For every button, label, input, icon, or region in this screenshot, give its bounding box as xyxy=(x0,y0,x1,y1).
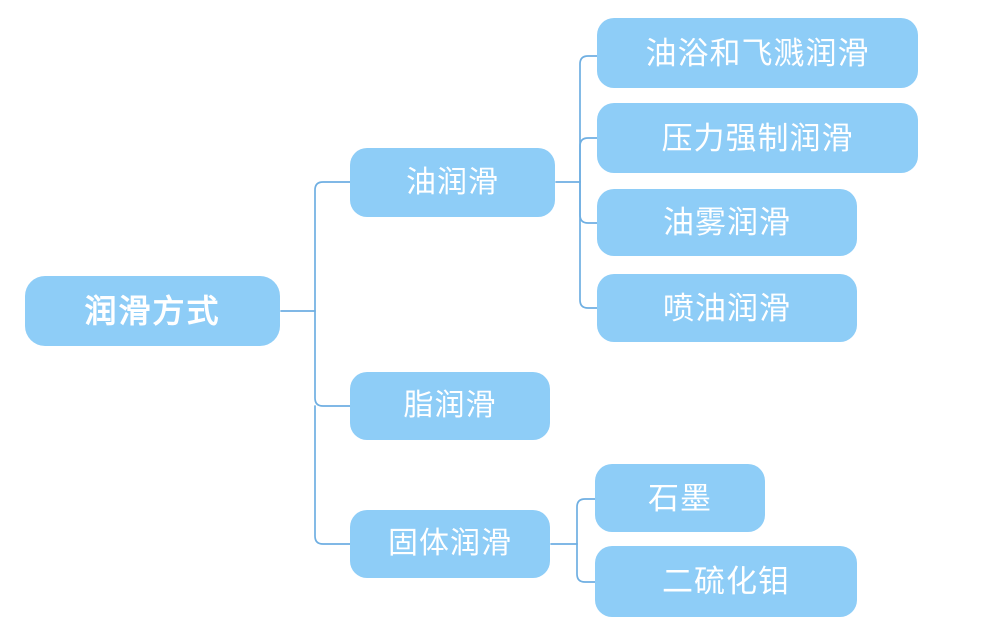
node-oil-mist-lubrication[interactable]: 油雾润滑 xyxy=(597,189,857,256)
connector-oil-to-child-1 xyxy=(579,55,599,183)
connector-oil-to-child-4 xyxy=(579,181,599,309)
node-grease-lubrication[interactable]: 脂润滑 xyxy=(350,372,550,440)
connector-trunk-to-oil xyxy=(314,181,351,312)
node-root-lubrication-method[interactable]: 润滑方式 xyxy=(25,276,280,346)
connector-solid-to-child-1 xyxy=(576,498,597,545)
connector-oil-to-child-2 xyxy=(579,137,599,183)
node-oil-jet-lubrication[interactable]: 喷油润滑 xyxy=(597,274,857,342)
node-solid-lubrication[interactable]: 固体润滑 xyxy=(350,510,550,578)
connector-oil-to-child-3 xyxy=(579,181,599,224)
connector-trunk-to-solid xyxy=(314,405,351,545)
node-oil-lubrication[interactable]: 油润滑 xyxy=(350,148,555,217)
node-molybdenum-disulfide[interactable]: 二硫化钼 xyxy=(595,546,857,617)
node-oil-bath-and-splash-lubrication[interactable]: 油浴和飞溅润滑 xyxy=(597,18,918,88)
node-pressure-forced-lubrication[interactable]: 压力强制润滑 xyxy=(597,103,918,173)
connector-trunk-to-grease xyxy=(314,310,351,407)
connector-solid-to-child-2 xyxy=(576,543,597,583)
node-graphite[interactable]: 石墨 xyxy=(595,464,765,532)
